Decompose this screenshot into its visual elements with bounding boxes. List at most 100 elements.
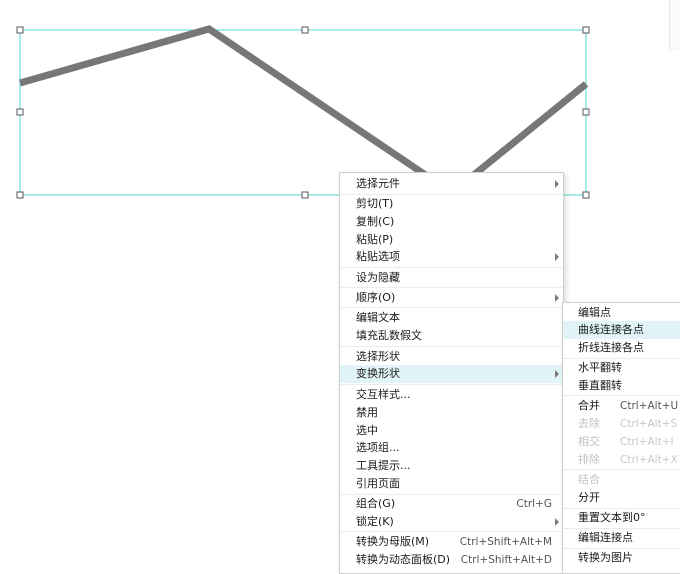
menu-item-label: 转换为动态面板(D) [356, 553, 451, 566]
menu-item-label: 引用页面 [356, 477, 400, 490]
submenu-arrow-icon [555, 180, 559, 188]
selection-box [19, 29, 587, 196]
menu-item-label: 变换形状 [356, 367, 400, 380]
menu-separator [563, 528, 680, 529]
menu-item-option-group[interactable]: 选项组... [340, 439, 563, 457]
transform-shape-submenu: 编辑点 曲线连接各点 折线连接各点 水平翻转 垂直翻转 合并 Ctrl+Alt+U… [562, 302, 680, 574]
menu-item-to-master[interactable]: 转换为母版(M) Ctrl+Shift+Alt+M [340, 533, 563, 551]
menu-item-label: 编辑点 [578, 306, 611, 319]
menu-item-tooltip[interactable]: 工具提示... [340, 457, 563, 475]
menu-item-label: 选择元件 [356, 177, 400, 190]
submenu-item-edit-connection-points[interactable]: 编辑连接点 [563, 529, 680, 547]
menu-item-select-widget[interactable]: 选择元件 [340, 175, 563, 193]
menu-item-label: 相交 [578, 435, 600, 448]
menu-item-to-dynamic-panel[interactable]: 转换为动态面板(D) Ctrl+Shift+Alt+D [340, 551, 563, 569]
polyline-shape[interactable] [19, 25, 589, 182]
menu-item-label: 排除 [578, 453, 600, 466]
handle-bottom-middle[interactable] [301, 191, 309, 199]
menu-separator [340, 384, 563, 385]
menu-item-label: 禁用 [356, 406, 378, 419]
menu-item-cut[interactable]: 剪切(T) [340, 195, 563, 213]
menu-item-label: 折线连接各点 [578, 341, 644, 354]
menu-separator [340, 307, 563, 308]
menu-item-label: 选择形状 [356, 350, 400, 363]
menu-item-label: 选中 [356, 424, 378, 437]
shortcut-label: Ctrl+Alt+S [620, 418, 678, 430]
submenu-arrow-icon [555, 370, 559, 378]
menu-item-label: 转换为图片 [578, 551, 633, 564]
shortcut-label: Ctrl+Shift+Alt+M [459, 536, 552, 548]
submenu-item-polyline-connect[interactable]: 折线连接各点 [563, 339, 680, 357]
shortcut-label: Ctrl+Alt+U [620, 400, 679, 412]
menu-item-label: 顺序(O) [356, 291, 396, 304]
menu-separator [340, 194, 563, 195]
handle-bottom-left[interactable] [16, 191, 24, 199]
menu-item-label: 剪切(T) [356, 197, 394, 210]
handle-top-left[interactable] [16, 26, 24, 34]
submenu-item-curve-connect[interactable]: 曲线连接各点 [563, 321, 680, 339]
resize-handles[interactable] [16, 26, 590, 199]
submenu-item-flip-horizontal[interactable]: 水平翻转 [563, 359, 680, 377]
menu-item-label: 编辑文本 [356, 311, 400, 324]
context-menu: 选择元件 剪切(T) 复制(C) 粘贴(P) 粘贴选项 设为隐藏 顺序(O) 编… [339, 172, 564, 574]
handle-bottom-right[interactable] [582, 191, 590, 199]
menu-item-selected[interactable]: 选中 [340, 422, 563, 440]
menu-separator [340, 346, 563, 347]
handle-middle-left[interactable] [16, 108, 24, 116]
menu-item-label: 转换为母版(M) [356, 535, 430, 548]
submenu-item-edit-points[interactable]: 编辑点 [563, 304, 680, 322]
menu-item-label: 垂直翻转 [578, 379, 622, 392]
menu-item-group[interactable]: 组合(G)Ctrl+G [340, 495, 563, 513]
menu-item-lock[interactable]: 锁定(K) [340, 513, 563, 531]
menu-item-label: 锁定(K) [356, 515, 394, 528]
menu-item-paste-options[interactable]: 粘贴选项 [340, 248, 563, 266]
menu-item-label: 粘贴选项 [356, 250, 400, 263]
submenu-item-intersect: 相交 Ctrl+Alt+I [563, 433, 680, 451]
shortcut-label: Ctrl+Alt+I [620, 436, 674, 448]
menu-item-fill-lorem[interactable]: 填充乱数假文 [340, 327, 563, 345]
menu-item-label: 设为隐藏 [356, 271, 400, 284]
menu-item-label: 复制(C) [356, 215, 395, 228]
menu-item-set-hidden[interactable]: 设为隐藏 [340, 269, 563, 287]
menu-item-label: 填充乱数假文 [356, 329, 422, 342]
menu-item-select-shape[interactable]: 选择形状 [340, 348, 563, 366]
menu-item-disabled[interactable]: 禁用 [340, 404, 563, 422]
submenu-item-reset-text[interactable]: 重置文本到0° [563, 509, 680, 527]
handle-top-middle[interactable] [301, 26, 309, 34]
menu-item-edit-text[interactable]: 编辑文本 [340, 309, 563, 327]
menu-item-transform-shape[interactable]: 变换形状 [340, 365, 563, 383]
menu-separator [340, 494, 563, 495]
menu-separator [340, 287, 563, 288]
vertical-scrollbar[interactable] [669, 0, 680, 50]
menu-item-label: 曲线连接各点 [578, 323, 644, 336]
menu-item-label: 粘贴(P) [356, 233, 394, 246]
menu-item-interaction-styles[interactable]: 交互样式... [340, 386, 563, 404]
handle-middle-right[interactable] [582, 108, 590, 116]
menu-item-reference-page[interactable]: 引用页面 [340, 475, 563, 493]
submenu-arrow-icon [555, 253, 559, 261]
menu-item-label: 选项组... [356, 441, 400, 454]
submenu-item-flip-vertical[interactable]: 垂直翻转 [563, 377, 680, 395]
submenu-item-to-image[interactable]: 转换为图片 [563, 549, 680, 567]
menu-item-label: 去除 [578, 417, 600, 430]
menu-separator [563, 548, 680, 549]
menu-separator [563, 358, 680, 359]
menu-item-copy[interactable]: 复制(C) [340, 213, 563, 231]
shortcut-label: Ctrl+G [516, 498, 552, 510]
submenu-item-union[interactable]: 合并 Ctrl+Alt+U [563, 397, 680, 415]
handle-top-right[interactable] [582, 26, 590, 34]
submenu-item-split[interactable]: 分开 [563, 489, 680, 507]
menu-item-order[interactable]: 顺序(O) [340, 289, 563, 307]
menu-separator [563, 508, 680, 509]
submenu-arrow-icon [555, 518, 559, 526]
menu-item-label: 合并 [578, 399, 600, 412]
menu-item-label: 分开 [578, 491, 600, 504]
submenu-item-subtract: 去除 Ctrl+Alt+S [563, 415, 680, 433]
menu-item-paste[interactable]: 粘贴(P) [340, 231, 563, 249]
menu-item-label: 工具提示... [356, 459, 411, 472]
menu-separator [340, 267, 563, 268]
menu-separator [563, 469, 680, 470]
shortcut-label: Ctrl+Shift+Alt+D [460, 554, 552, 566]
menu-separator [340, 531, 563, 532]
